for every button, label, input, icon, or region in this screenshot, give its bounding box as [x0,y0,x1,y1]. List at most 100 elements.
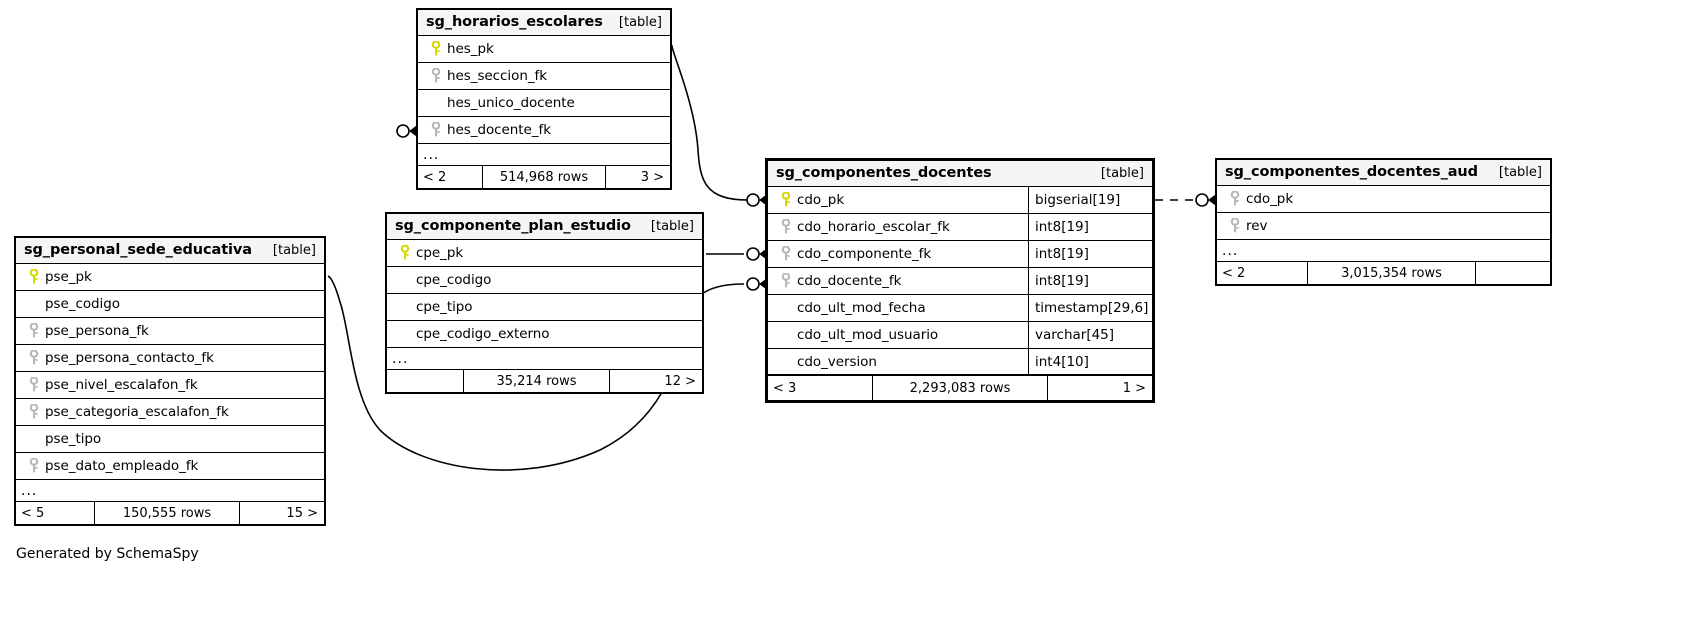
primary-key-icon [425,41,447,57]
column-row[interactable]: hes_unico_docente [418,90,670,117]
column-main: cpe_codigo_externo [387,321,702,347]
table-type-tag: [table] [1498,164,1542,180]
column-row[interactable]: hes_seccion_fk [418,63,670,90]
table-title: sg_componentes_docentes_aud [1225,164,1478,180]
foreign-key-icon [23,350,45,366]
column-row[interactable]: hes_pk [418,36,670,63]
column-name: rev [1246,218,1268,234]
foreign-key-icon [23,323,45,339]
column-row[interactable]: cpe_codigo_externo [387,321,702,348]
column-row[interactable]: cdo_componente_fk int8[19] [768,241,1152,268]
column-name: cpe_pk [416,245,464,261]
table-type-tag: [table] [272,242,316,258]
column-row[interactable]: rev [1217,213,1550,240]
column-row[interactable]: pse_nivel_escalafon_fk [16,372,324,399]
column-main: pse_persona_contacto_fk [16,345,324,371]
table-footer: < 3 2,293,083 rows 1 > [768,376,1152,400]
column-name: pse_persona_contacto_fk [45,350,214,366]
column-name: hes_docente_fk [447,122,551,138]
table-header: sg_personal_sede_educativa [table] [16,238,324,264]
column-type: int8[19] [1028,241,1152,267]
table-sg_personal_sede_educativa[interactable]: sg_personal_sede_educativa [table] pse_p… [14,236,326,526]
table-title: sg_horarios_escolares [426,14,603,30]
column-main: cdo_ult_mod_fecha [768,295,1028,321]
table-sg_componentes_docentes[interactable]: sg_componentes_docentes [table] cdo_pk b… [765,158,1155,403]
table-footer: < 5 150,555 rows 15 > [16,502,324,524]
column-name: cdo_version [797,353,877,370]
column-name: cdo_pk [797,192,845,208]
column-name: hes_pk [447,41,494,57]
column-name: pse_nivel_escalafon_fk [45,377,198,393]
foreign-key-icon [775,273,797,289]
column-row[interactable]: cpe_pk [387,240,702,267]
more-columns-ellipsis: ... [16,480,324,502]
more-columns-ellipsis: ... [418,144,670,166]
footer-row-count: 3,015,354 rows [1307,262,1476,284]
footer-children-count: 15 > [286,505,318,521]
primary-key-icon [775,192,797,208]
column-type: varchar[45] [1028,322,1152,348]
column-main: hes_seccion_fk [418,63,670,89]
column-row[interactable]: cpe_codigo [387,267,702,294]
column-row[interactable]: pse_persona_fk [16,318,324,345]
foreign-key-icon [23,377,45,393]
column-row[interactable]: cdo_pk bigserial[19] [768,187,1152,214]
foreign-key-icon [1224,218,1246,234]
table-header: sg_componentes_docentes [table] [768,161,1152,187]
column-main: cdo_docente_fk [768,268,1028,294]
foreign-key-icon [425,122,447,138]
column-main: pse_tipo [16,426,324,452]
column-row[interactable]: cdo_horario_escolar_fk int8[19] [768,214,1152,241]
table-header: sg_horarios_escolares [table] [418,10,670,36]
column-main: cpe_tipo [387,294,702,320]
table-sg_componente_plan_estudio[interactable]: sg_componente_plan_estudio [table] cpe_p… [385,212,704,394]
table-title: sg_componente_plan_estudio [395,218,631,234]
table-title: sg_componentes_docentes [776,165,992,181]
table-footer: < 2 514,968 rows 3 > [418,166,670,188]
primary-key-icon [394,245,416,261]
primary-key-icon [23,269,45,285]
column-name: hes_unico_docente [447,95,575,111]
column-row[interactable]: cdo_docente_fk int8[19] [768,268,1152,295]
column-row[interactable]: cpe_tipo [387,294,702,321]
column-main: cdo_horario_escolar_fk [768,214,1028,240]
column-row[interactable]: pse_pk [16,264,324,291]
footer-children-count [1476,262,1550,284]
column-name: pse_categoria_escalafon_fk [45,404,229,420]
column-main: cdo_version [768,349,1028,374]
table-type-tag: [table] [1100,165,1144,181]
footer-parents-count: < 2 [1222,265,1246,281]
foreign-key-icon [775,246,797,262]
column-row[interactable]: pse_categoria_escalafon_fk [16,399,324,426]
column-main: pse_nivel_escalafon_fk [16,372,324,398]
column-row[interactable]: cdo_version int4[10] [768,349,1152,376]
table-sg_componentes_docentes_aud[interactable]: sg_componentes_docentes_aud [table] cdo_… [1215,158,1552,286]
column-name: cdo_ult_mod_fecha [797,300,926,316]
column-row[interactable]: cdo_pk [1217,186,1550,213]
more-columns-ellipsis: ... [387,348,702,370]
column-name: cdo_horario_escolar_fk [797,219,950,235]
foreign-key-icon [425,68,447,84]
column-row[interactable]: pse_tipo [16,426,324,453]
column-main: pse_categoria_escalafon_fk [16,399,324,425]
column-main: cdo_pk [1217,186,1550,212]
column-row[interactable]: cdo_ult_mod_fecha timestamp[29,6] [768,295,1152,322]
column-row[interactable]: pse_dato_empleado_fk [16,453,324,480]
table-type-tag: [table] [650,218,694,234]
column-name: pse_persona_fk [45,323,149,339]
column-row[interactable]: cdo_ult_mod_usuario varchar[45] [768,322,1152,349]
column-name: cpe_codigo [416,272,492,288]
column-row[interactable]: pse_codigo [16,291,324,318]
column-type: int4[10] [1028,349,1152,374]
column-main: cdo_componente_fk [768,241,1028,267]
column-name: cdo_pk [1246,191,1294,207]
table-sg_horarios_escolares[interactable]: sg_horarios_escolares [table] hes_pk hes… [416,8,672,190]
generated-by-caption: Generated by SchemaSpy [16,546,199,562]
column-row[interactable]: hes_docente_fk [418,117,670,144]
column-main: hes_docente_fk [418,117,670,143]
table-title: sg_personal_sede_educativa [24,242,252,258]
footer-row-count: 35,214 rows [463,370,610,392]
column-row[interactable]: pse_persona_contacto_fk [16,345,324,372]
column-name: cpe_codigo_externo [416,326,550,342]
column-main: pse_codigo [16,291,324,317]
